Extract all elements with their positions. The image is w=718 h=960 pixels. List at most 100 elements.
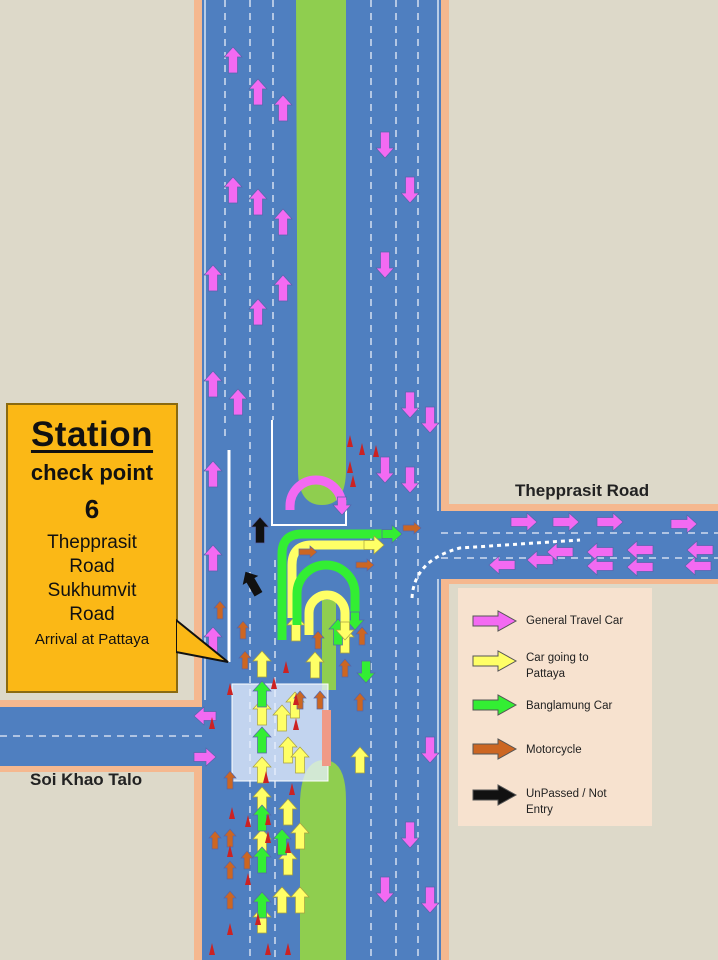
general-car-arrow <box>420 886 440 914</box>
traffic-cone-icon <box>347 435 353 447</box>
traffic-cone-icon <box>227 923 233 935</box>
pattaya-car-arrow <box>290 746 310 774</box>
general-car-arrow <box>596 512 624 532</box>
general-car-arrow <box>273 208 293 236</box>
general-car-arrow <box>400 391 420 419</box>
median-nose-south <box>322 600 336 690</box>
general-car-arrow <box>273 274 293 302</box>
general-car-arrow <box>203 544 223 572</box>
median-outline <box>271 420 347 526</box>
station-subtitle: check point <box>30 460 154 485</box>
general-car-arrow <box>203 460 223 488</box>
general-car-arrow <box>375 456 395 484</box>
station-arrival: Arrival at Pattaya <box>34 631 150 648</box>
banglamung-car-arrow <box>381 524 403 544</box>
traffic-cone-icon <box>245 873 251 885</box>
general-car-arrow <box>203 370 223 398</box>
banglamung-car-arrow <box>252 726 272 754</box>
legend-label: General Travel Car <box>526 615 624 627</box>
traffic-cone-icon <box>271 677 277 689</box>
traffic-cone-icon <box>265 831 271 843</box>
general-car-arrow <box>248 298 268 326</box>
right-turn-dotted <box>410 538 581 599</box>
general-car-arrow <box>375 876 395 904</box>
pattaya-car-arrow <box>252 650 272 678</box>
general-car-arrow <box>223 46 243 74</box>
legend-label: Motorcycle <box>526 744 582 756</box>
general-car-arrow <box>332 496 352 516</box>
traffic-cone-icon <box>350 475 356 487</box>
legend: General Travel Car Car going to Pattaya … <box>458 588 652 826</box>
banglamung-car-arrow <box>356 660 376 684</box>
general-car-arrow <box>420 736 440 764</box>
legend-arrow-motorcycle <box>472 738 518 760</box>
general-car-arrow <box>223 176 243 204</box>
traffic-cone-icon <box>289 783 295 795</box>
traffic-cone-icon <box>263 771 269 783</box>
general-car-arrow <box>510 512 538 532</box>
legend-label: Car going to Pattaya <box>526 652 589 680</box>
banglamung-car-uturn-arrow <box>292 560 360 625</box>
pattaya-car-arrow <box>290 822 310 850</box>
legend-item-banglamung-car: Banglamung Car <box>472 694 650 734</box>
banglamung-car-arrow <box>252 846 272 874</box>
legend-label: Banglamung Car <box>526 700 613 712</box>
traffic-cone-icon <box>285 943 291 955</box>
general-car-arrow <box>248 78 268 106</box>
motorcycle-arrow <box>223 770 237 790</box>
motorcycle-arrow <box>402 521 422 535</box>
road-edges <box>204 0 439 960</box>
traffic-cone-icon <box>293 693 299 705</box>
traffic-arrows <box>193 46 714 955</box>
general-car-arrow <box>203 264 223 292</box>
motorcycle-arrow <box>236 620 250 640</box>
general-car-arrow <box>488 555 516 575</box>
motorcycle-arrow <box>298 545 318 559</box>
motorcycle-arrow <box>213 600 227 620</box>
traffic-cone-icon <box>347 461 353 473</box>
road-label-soi-khao-talo: Soi Khao Talo <box>30 770 143 789</box>
checkpoint-area <box>231 683 329 782</box>
general-car-arrow <box>686 540 714 560</box>
station-title: Station <box>30 415 154 454</box>
station-number: 6 <box>84 494 100 524</box>
pattaya-car-arrow <box>278 798 298 826</box>
legend-item-unpassed: UnPassed / Not Entry <box>472 784 650 824</box>
pattaya-car-turn-arrow <box>287 540 364 618</box>
station-panel: Station check point 6 Thepprasit Road Su… <box>6 403 178 693</box>
general-car-arrow <box>273 94 293 122</box>
general-car-arrow <box>400 821 420 849</box>
unpassed-arrow <box>242 571 263 597</box>
motorcycle-arrow <box>353 692 367 712</box>
traffic-cone-icon <box>209 943 215 955</box>
checkpoint-barrier <box>322 710 331 766</box>
traffic-cone-icon <box>245 815 251 827</box>
motorcycle-arrow <box>355 626 369 646</box>
general-car-arrow <box>375 251 395 279</box>
pattaya-car-arrow <box>290 886 310 914</box>
legend-arrow-general-car <box>472 610 518 632</box>
motorcycle-arrow <box>223 860 237 880</box>
motorcycle-arrow <box>208 830 222 850</box>
motorcycle-arrow <box>311 630 325 650</box>
general-car-arrow <box>400 466 420 494</box>
median-south <box>300 760 346 960</box>
legend-arrow-pattaya-car <box>472 650 518 672</box>
traffic-cone-icon <box>227 683 233 695</box>
legend-item-general-car: General Travel Car <box>472 610 650 650</box>
pattaya-car-arrow <box>350 746 370 774</box>
motorcycle-arrow <box>313 690 327 710</box>
traffic-cone-icon <box>265 943 271 955</box>
station-road-1-line-2: Road <box>69 556 115 577</box>
general-car-arrow <box>684 556 712 576</box>
traffic-cone-icon <box>265 813 271 825</box>
banglamung-car-arrow <box>252 891 272 919</box>
general-car-arrow <box>248 188 268 216</box>
callout-pointer <box>176 618 229 663</box>
general-car-arrow <box>420 406 440 434</box>
legend-arrow-unpassed <box>472 784 518 806</box>
legend-label: UnPassed / Not Entry <box>526 788 607 816</box>
traffic-cone-icon <box>229 807 235 819</box>
